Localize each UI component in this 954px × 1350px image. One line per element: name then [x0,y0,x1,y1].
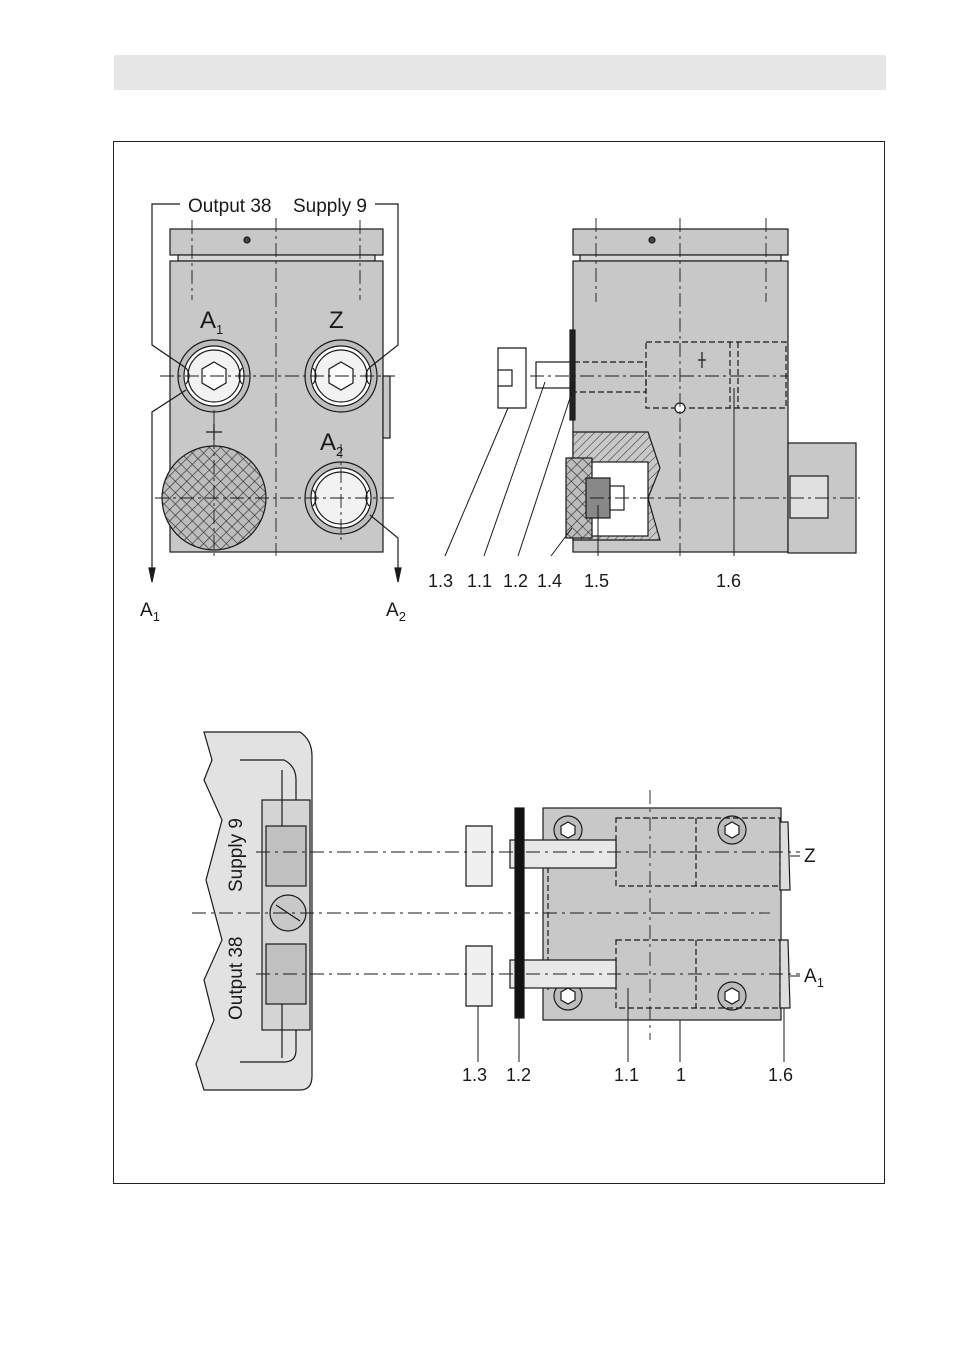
side-view [445,218,860,556]
bottom-label-1-6: 1.6 [768,1065,793,1085]
a1-arrow-label: A1 [140,600,160,624]
bottom-label-1: 1 [676,1065,686,1085]
side-label-1-5: 1.5 [584,571,609,591]
front-top-plate [170,229,383,255]
supply-label: Supply 9 [293,196,367,217]
bottom-a1-label: A1 [804,966,824,990]
vertical-output-label: Output 38 [226,937,247,1020]
z-top-label: Z [329,307,344,334]
side-label-1-3: 1.3 [428,571,453,591]
front-view [149,204,401,582]
seal-plate [570,330,575,420]
front-screw-dot [244,237,250,243]
housing-view [196,732,312,1090]
side-label-1-4: 1.4 [537,571,562,591]
output-label: Output 38 [188,196,271,217]
side-label-1-6: 1.6 [716,571,741,591]
side-label-1-1: 1.1 [467,571,492,591]
bottom-label-1-1: 1.1 [614,1065,639,1085]
a2-arrow-label: A2 [386,600,406,624]
vertical-supply-label: Supply 9 [226,818,247,892]
bottom-label-1-3: 1.3 [462,1065,487,1085]
bottom-z-label: Z [804,846,816,867]
bottom-label-1-2: 1.2 [506,1065,531,1085]
side-label-1-2: 1.2 [503,571,528,591]
